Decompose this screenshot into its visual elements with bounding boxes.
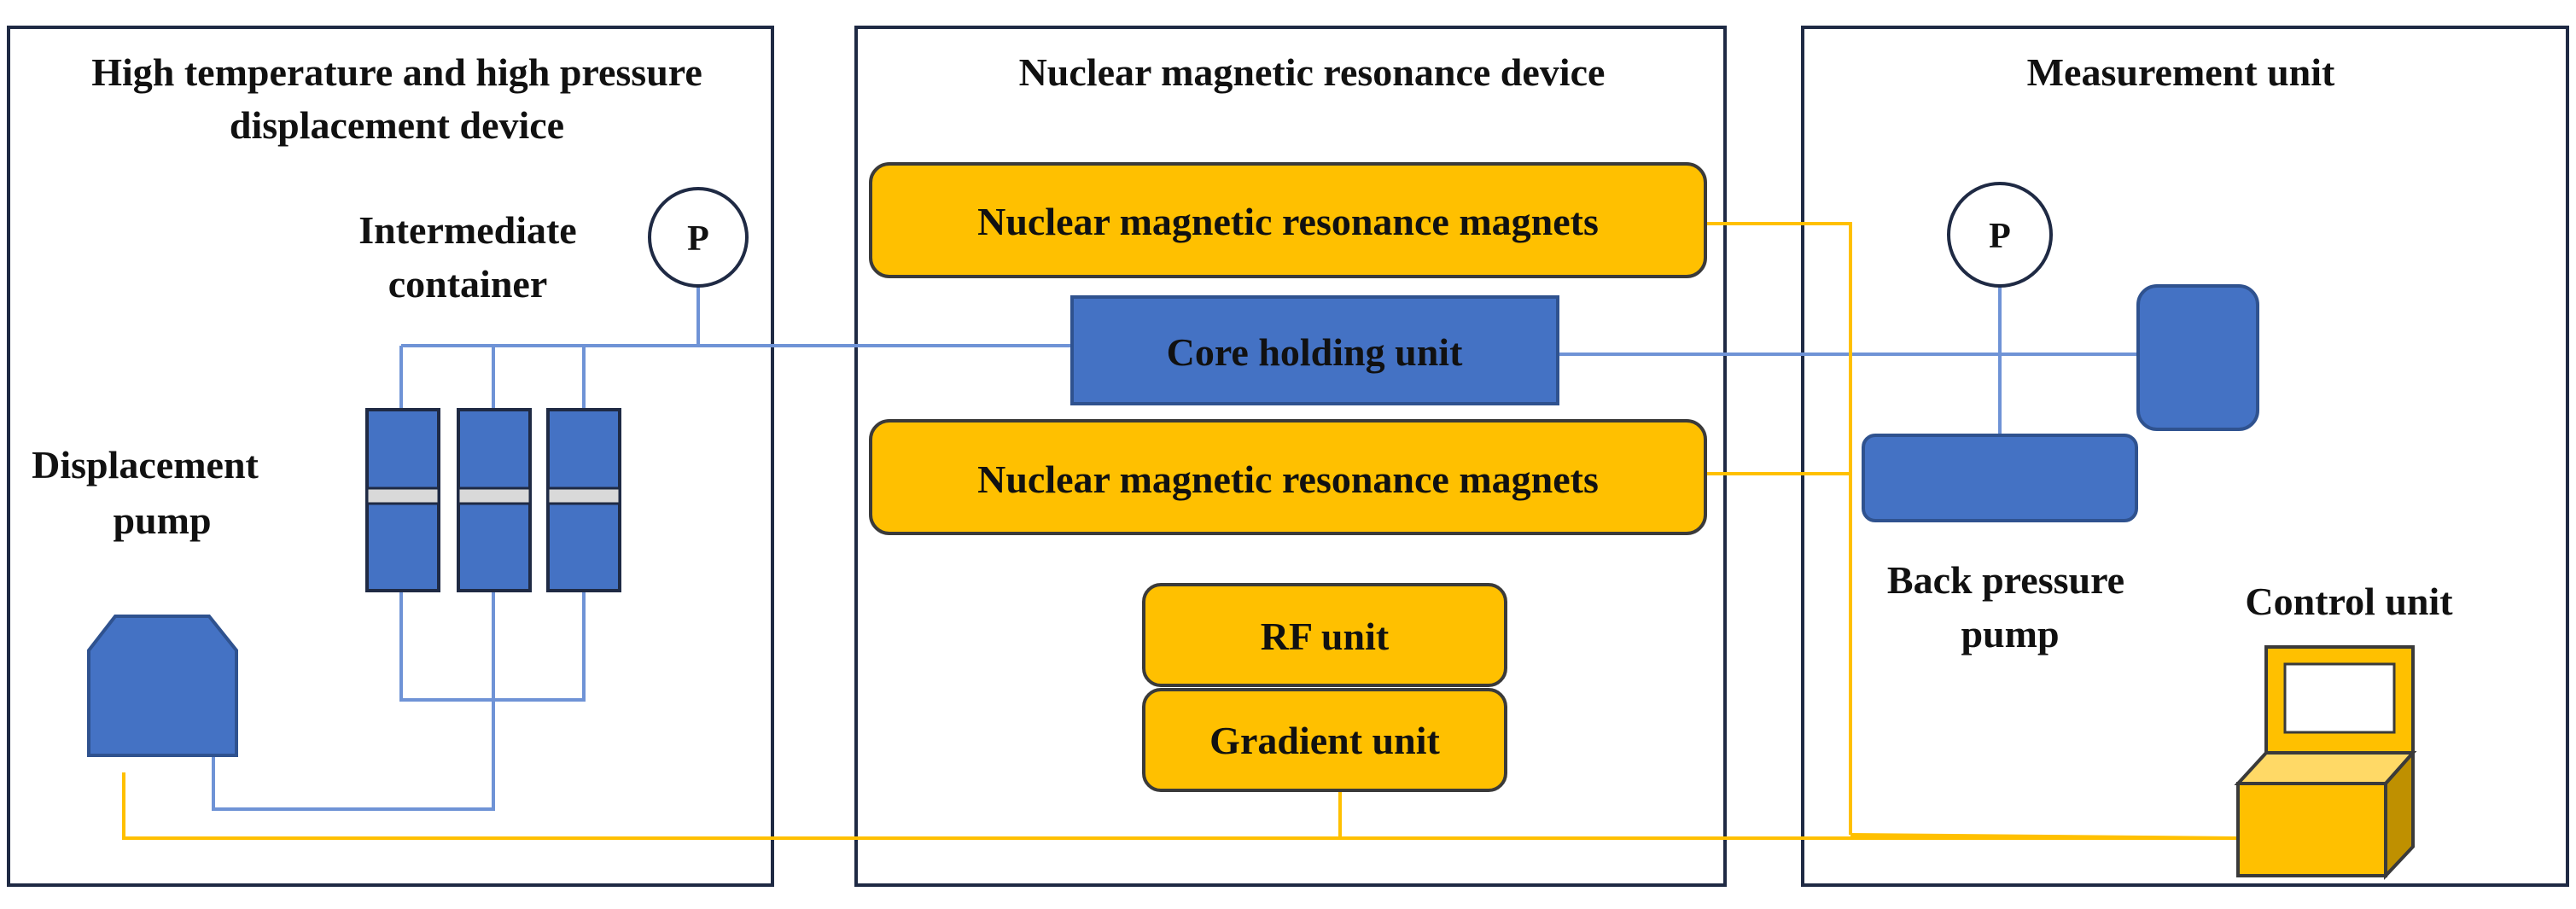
label-back-pressure-line1: Back pressure bbox=[1887, 558, 2124, 602]
pump-icon bbox=[87, 615, 238, 757]
nmr-magnets-bottom-label: Nuclear magnetic resonance magnets bbox=[977, 457, 1599, 501]
core-holding-unit: Core holding unit bbox=[1070, 295, 1559, 405]
core-holding-label: Core holding unit bbox=[1167, 330, 1463, 374]
panel-title-right: Measurement unit bbox=[2027, 50, 2335, 94]
outlet-vessel bbox=[2136, 284, 2259, 431]
gradient-unit-label: Gradient unit bbox=[1209, 719, 1440, 762]
pressure-gauge-label-left: P bbox=[687, 219, 709, 259]
computer-icon bbox=[2234, 645, 2417, 881]
container-icon bbox=[546, 408, 621, 592]
label-intermediate-line2: container bbox=[388, 262, 548, 306]
container-icon bbox=[457, 408, 532, 592]
label-displacement-line1: Displacement bbox=[32, 443, 259, 487]
pressure-gauge-icon: P bbox=[1947, 182, 2053, 288]
rf-unit: RF unit bbox=[1142, 583, 1507, 687]
pressure-gauge-icon: P bbox=[648, 187, 749, 288]
nmr-magnets-top: Nuclear magnetic resonance magnets bbox=[869, 162, 1707, 278]
panel-title-middle: Nuclear magnetic resonance device bbox=[1019, 50, 1606, 94]
magnets-to-control-line bbox=[1850, 833, 2237, 840]
pressure-gauge-label-right: P bbox=[1989, 217, 2011, 256]
label-intermediate-line1: Intermediate bbox=[358, 208, 576, 252]
label-displacement-line2: pump bbox=[113, 498, 211, 542]
nmr-magnets-bottom: Nuclear magnetic resonance magnets bbox=[869, 419, 1707, 535]
magnet-top-signal-line bbox=[1705, 222, 1852, 835]
pump-to-control-line bbox=[122, 772, 2236, 840]
label-back-pressure-line2: pump bbox=[1961, 612, 2059, 656]
gradient-unit: Gradient unit bbox=[1142, 688, 1507, 792]
panel-title-left-line2: displacement device bbox=[230, 103, 564, 147]
pump-to-container-line bbox=[212, 589, 495, 811]
nmr-magnets-top-label: Nuclear magnetic resonance magnets bbox=[977, 200, 1599, 243]
pump-icon bbox=[1862, 434, 2138, 522]
container-icon bbox=[365, 408, 440, 592]
panel-title-left-line1: High temperature and high pressure bbox=[91, 50, 702, 94]
label-control-unit: Control unit bbox=[2245, 580, 2453, 623]
rf-unit-label: RF unit bbox=[1261, 615, 1390, 658]
